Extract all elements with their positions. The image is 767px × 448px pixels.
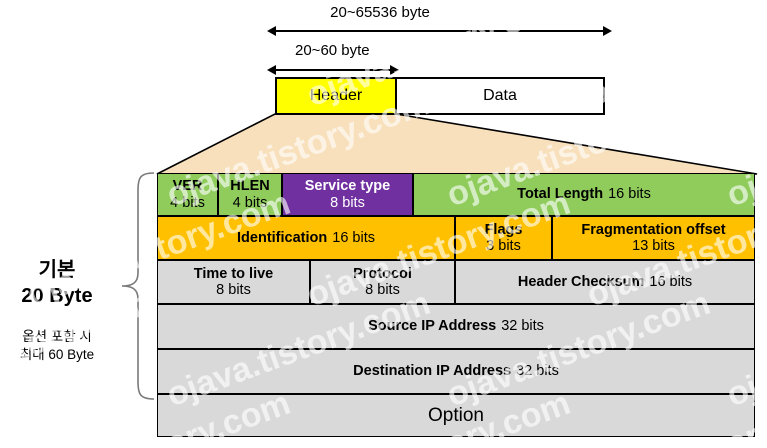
field-hlen-label: HLEN xyxy=(230,178,270,195)
option-size-note-line1: 옵션 포함 시 xyxy=(22,329,92,344)
field-service-type: Service type 8 bits xyxy=(282,173,413,216)
watermark-text: ojava.tistory.com xyxy=(0,0,16,115)
field-flags-label: Flags xyxy=(484,221,523,238)
option-size-note: 옵션 포함 시 최대 60 Byte xyxy=(0,328,114,364)
header-dimension-arrow-left-head xyxy=(267,65,276,75)
field-flags: Flags 3 bits xyxy=(455,216,552,260)
field-hlen: HLEN 4 bits xyxy=(218,173,282,216)
packet-header-label: Header xyxy=(309,87,363,104)
header-fields-table: VER 4 bits HLEN 4 bits Service type 8 bi… xyxy=(157,173,755,437)
total-dimension-arrow-right-head xyxy=(603,26,612,36)
watermark-text: ojava.tistory.com xyxy=(581,0,767,115)
field-service-type-label: Service type xyxy=(304,178,391,195)
field-total-length-label: Total Length xyxy=(517,186,604,203)
packet-header-box: Header xyxy=(275,77,397,115)
total-dimension-arrow-line xyxy=(276,30,603,32)
fixed-size-annotation-line2: 20 Byte xyxy=(21,284,93,307)
field-protocol-label: Protocol xyxy=(353,265,412,282)
field-header-checksum: Header Checksum 16 bits xyxy=(455,260,755,304)
field-identification: Identification 16 bits xyxy=(157,216,455,260)
field-ver-bits: 4 bits xyxy=(170,194,205,211)
watermark-text: ojava.tistory.com xyxy=(21,0,296,115)
field-option: Option xyxy=(157,394,755,437)
field-time-to-live: Time to live 8 bits xyxy=(157,260,310,304)
field-option-label: Option xyxy=(428,404,484,426)
packet-data-label: Data xyxy=(483,87,517,104)
field-protocol-bits: 8 bits xyxy=(365,282,400,298)
field-total-length-bits: 16 bits xyxy=(608,186,651,203)
field-identification-bits: 16 bits xyxy=(332,229,375,246)
header-dimension-arrow-line xyxy=(276,69,390,71)
fixed-header-brace xyxy=(121,172,155,400)
field-source-ip-address-bits: 32 bits xyxy=(501,318,544,335)
field-source-ip-address: Source IP Address 32 bits xyxy=(157,304,755,349)
field-service-type-bits: 8 bits xyxy=(330,194,365,211)
field-flags-bits: 3 bits xyxy=(486,238,521,254)
packet-data-box: Data xyxy=(395,77,605,115)
field-ver: VER 4 bits xyxy=(157,173,218,216)
field-destination-ip-address-label: Destination IP Address xyxy=(353,363,512,380)
field-identification-label: Identification xyxy=(237,229,328,246)
field-header-checksum-label: Header Checksum xyxy=(517,273,645,290)
field-total-length: Total Length 16 bits xyxy=(413,173,755,216)
field-fragmentation-offset-label: Fragmentation offset xyxy=(581,221,726,238)
fixed-size-annotation: 기본 20 Byte xyxy=(0,258,114,309)
field-fragmentation-offset-bits: 13 bits xyxy=(632,238,675,254)
field-hlen-bits: 4 bits xyxy=(232,194,268,211)
header-dimension-arrow-right-head xyxy=(390,65,399,75)
total-dimension-arrow-left-head xyxy=(267,26,276,36)
watermark-text: ojava.tistory.com xyxy=(0,384,15,448)
zoom-connector-trapezoid xyxy=(156,113,758,175)
total-dimension-label: 20~65536 byte xyxy=(330,4,430,21)
field-ver-label: VER xyxy=(172,178,203,195)
field-header-checksum-bits: 16 bits xyxy=(649,273,693,290)
fixed-size-annotation-line1: 기본 xyxy=(38,259,76,281)
field-protocol: Protocol 8 bits xyxy=(310,260,455,304)
option-size-note-line2: 최대 60 Byte xyxy=(19,347,95,363)
field-time-to-live-label: Time to live xyxy=(193,265,274,282)
header-dimension-label: 20~60 byte xyxy=(295,42,370,59)
field-destination-ip-address-bits: 32 bits xyxy=(516,363,559,380)
field-time-to-live-bits: 8 bits xyxy=(216,282,251,298)
field-fragmentation-offset: Fragmentation offset 13 bits xyxy=(552,216,755,260)
field-destination-ip-address: Destination IP Address 32 bits xyxy=(157,349,755,394)
field-source-ip-address-label: Source IP Address xyxy=(368,318,497,335)
